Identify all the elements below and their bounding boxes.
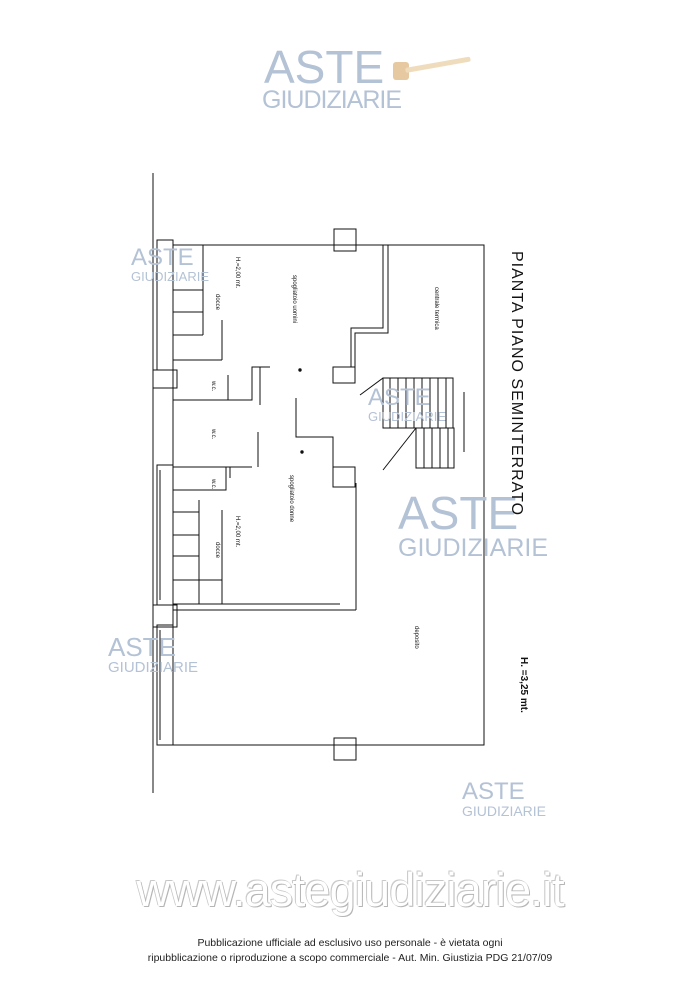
watermark-logo-stairs: ASTE GIUDIZIARIE <box>368 384 458 424</box>
room-wc-1: w.c. <box>210 381 216 392</box>
watermark-brand-line1: ASTE <box>264 41 385 93</box>
watermark-logo-lower-left: ASTE GIUDIZIARIE <box>108 634 218 675</box>
watermark-brand-line2: GIUDIZIARIE <box>108 659 199 676</box>
footer-line-2: ripubblicazione o riproduzione a scopo c… <box>147 952 553 964</box>
room-wc-3: w.c. <box>210 479 216 490</box>
room-spogliatoio-uomini: spogliatoio uomini <box>291 275 297 324</box>
plan-title: PIANTA PIANO SEMINTERRATO <box>508 251 525 517</box>
room-height-bottom: H.=2,00 mt. <box>234 516 240 548</box>
watermark-logo-center: ASTE GIUDIZIARIE <box>398 490 568 561</box>
watermark-brand-line2: GIUDIZIARIE <box>262 86 402 114</box>
watermark-brand-line2: GIUDIZIARIE <box>368 409 447 424</box>
watermark-brand-line1: ASTE <box>131 244 194 271</box>
room-centrale-termica: centrale termica <box>433 287 439 330</box>
height-note: H. =3,25 mt. <box>518 657 529 713</box>
room-docce-top: docce <box>214 294 220 311</box>
watermark-logo-lower-right: ASTE GIUDIZIARIE <box>462 778 572 819</box>
room-deposito: deposito <box>413 626 419 649</box>
watermark-brand-line1: ASTE <box>108 632 176 662</box>
room-height-top: H.=2,00 mt. <box>234 257 240 289</box>
watermark-brand-line2: GIUDIZIARIE <box>462 803 547 819</box>
watermark-brand-line1: ASTE <box>462 778 525 805</box>
room-spogliatoio-donne: spogliatoio donne <box>288 475 294 523</box>
footer-line-1: Pubblicazione ufficiale ad esclusivo uso… <box>197 937 503 949</box>
watermark-logo-top: ASTE GIUDIZIARIE <box>262 44 442 113</box>
gavel-icon <box>393 56 471 80</box>
room-docce-bottom: docce <box>214 542 220 559</box>
watermark-brand-line1: ASTE <box>368 384 431 411</box>
watermark-brand-line2: GIUDIZIARIE <box>131 269 210 284</box>
watermark-logo-left: ASTE GIUDIZIARIE <box>131 244 211 284</box>
watermark-brand-line1: ASTE <box>398 487 519 539</box>
room-wc-2: w.c. <box>210 429 216 440</box>
site-url-watermark: www.astegiudiziarie.it <box>136 863 564 916</box>
watermark-brand-line2: GIUDIZIARIE <box>398 534 549 562</box>
